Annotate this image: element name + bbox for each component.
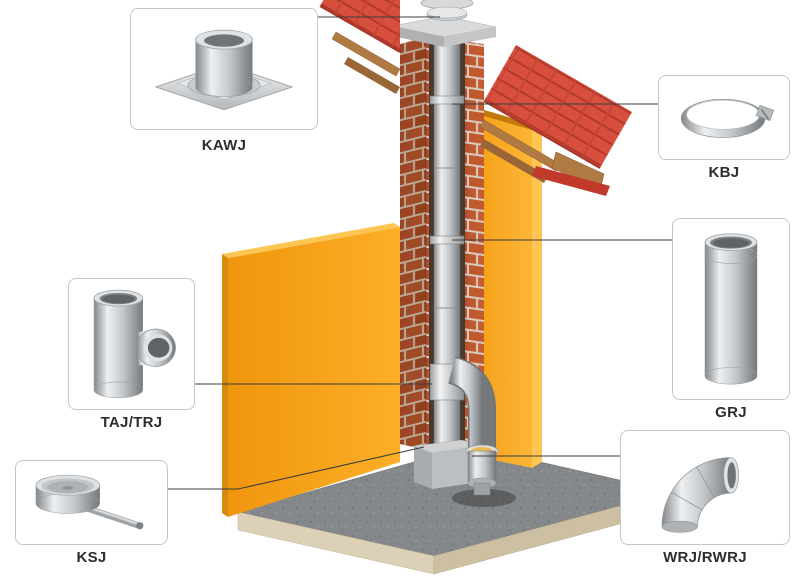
pipe-joint-band-upper xyxy=(429,95,465,105)
callout-box-wrj xyxy=(620,430,790,545)
connector-lines xyxy=(168,16,672,490)
roof-batten xyxy=(480,139,548,183)
roof-support-plate-icon xyxy=(154,29,294,111)
callout-box-kbj xyxy=(658,75,790,160)
callout-box-taj xyxy=(68,278,195,410)
roof-batten xyxy=(344,57,400,94)
label-kawj: KAWJ xyxy=(201,137,247,154)
elbow-assembly xyxy=(447,356,516,507)
chimney-crown-plate xyxy=(391,15,497,47)
left-wall xyxy=(222,223,400,517)
label-taj: TAJ/TRJ xyxy=(100,414,163,431)
tee-piece-icon xyxy=(93,289,176,399)
label-grj: GRJ xyxy=(715,404,747,421)
locking-band-clamp-icon xyxy=(680,98,775,138)
floor-adapter xyxy=(473,482,491,496)
condensate-drain-cap-icon xyxy=(35,474,144,530)
roof-batten xyxy=(479,119,561,172)
label-wrj: WRJ/RWRJ xyxy=(663,549,747,566)
roof-right-section xyxy=(484,45,632,168)
pipe-top-and-collar xyxy=(420,0,474,21)
roof-batten xyxy=(331,31,401,77)
floor-slab xyxy=(237,445,673,575)
roof-left-section xyxy=(320,0,400,52)
roof xyxy=(319,0,632,196)
callout-box-grj xyxy=(672,218,790,400)
callout-box-kawj xyxy=(130,8,318,130)
floor-shadow xyxy=(452,489,516,507)
insulated-elbow-pipe xyxy=(447,357,495,450)
label-kbj: KBJ xyxy=(708,164,740,181)
straight-pipe-icon xyxy=(704,233,758,385)
roof-eave-underside xyxy=(532,166,610,196)
ninety-degree-elbow-icon xyxy=(661,457,740,533)
callout-box-ksj xyxy=(15,460,168,545)
label-ksj: KSJ xyxy=(76,549,107,566)
line-ksj xyxy=(168,446,425,490)
right-wall xyxy=(484,110,542,468)
